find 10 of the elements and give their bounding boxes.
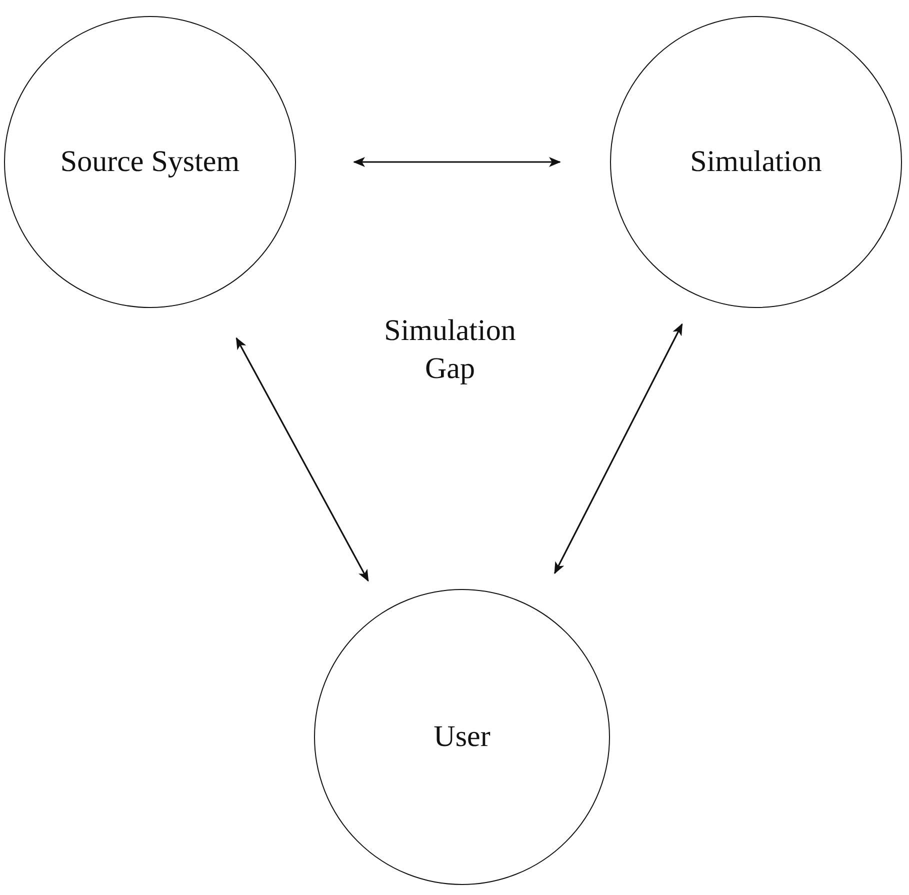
center-label: Simulation Gap [383,313,517,386]
double-headed-arrow [554,323,683,574]
node-label: Source System [60,145,240,179]
node-label: Simulation [690,145,822,179]
node-label: User [434,720,490,754]
double-headed-arrow [236,337,369,582]
user-circle [314,589,610,885]
double-headed-arrow [353,157,561,167]
system-circle [4,16,296,308]
system-circle [610,16,902,308]
